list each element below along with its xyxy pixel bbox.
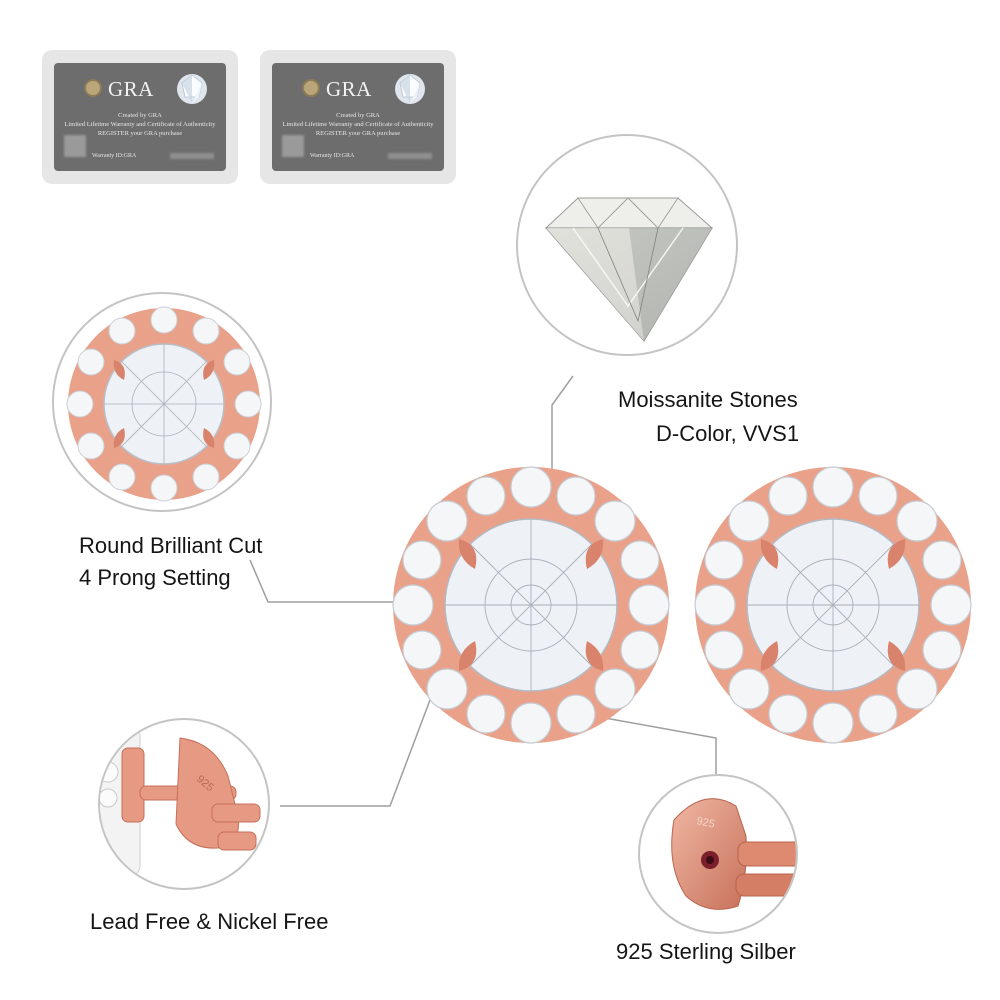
earring-left [392, 466, 670, 744]
certificate-created-by: Created by GRA [118, 112, 162, 119]
certificate-brand: GRA [326, 77, 372, 101]
certificate-created-by: Created by GRA [336, 112, 380, 119]
post-back-detail: 925 [98, 718, 270, 890]
cut-label: Round Brilliant Cut [79, 533, 263, 558]
stone-grade-label: D-Color, VVS1 [656, 421, 800, 446]
certificate-brand: GRA [108, 77, 154, 101]
certificate-face: GRA Created by GRA Limited Lifetime Warr… [272, 63, 444, 171]
moissanite-stones-label: Moissanite Stones [618, 387, 798, 412]
diamond-icon [395, 74, 425, 104]
earring-right [694, 466, 972, 744]
back-stamp: 925 [695, 815, 715, 831]
certificate-card-1: GRA Created by GRA Limited Lifetime Warr… [42, 50, 238, 184]
certificate-register-line: REGISTER your GRA purchase [97, 130, 183, 137]
halo-setting-icon [66, 306, 262, 502]
gra-logo-icon [84, 79, 102, 97]
butterfly-back-icon: 925 [671, 798, 796, 910]
certificate-warranty-line: Limited Lifetime Warranty and Certificat… [282, 121, 434, 128]
lead-nickel-free-label: Lead Free & Nickel Free [90, 909, 329, 934]
sterling-silver-detail: 925 [638, 774, 798, 934]
gra-logo-icon [302, 79, 320, 97]
certificate-warranty-id: Warranty ID:GRA [310, 153, 355, 159]
certificate-warranty-id: Warranty ID:GRA [92, 153, 137, 159]
certificate-id-blur [388, 153, 432, 159]
certificate-face: GRA Created by GRA Limited Lifetime Warr… [54, 63, 226, 171]
certificate-photo [64, 135, 86, 157]
moissanite-stone-icon [544, 197, 714, 342]
certificate-id-blur [170, 153, 214, 159]
certificate-card-2: GRA Created by GRA Limited Lifetime Warr… [260, 50, 456, 184]
certificate-register-line: REGISTER your GRA purchase [315, 130, 401, 137]
prong-label: 4 Prong Setting [79, 565, 231, 590]
setting-detail [52, 292, 272, 512]
certificate-warranty-line: Limited Lifetime Warranty and Certificat… [64, 121, 216, 128]
certificate-photo [282, 135, 304, 157]
sterling-silver-label: 925 Sterling Silber [616, 939, 796, 964]
moissanite-stone-detail [516, 134, 738, 356]
earring-post-icon: 925 [100, 725, 261, 877]
diamond-icon [177, 74, 207, 104]
